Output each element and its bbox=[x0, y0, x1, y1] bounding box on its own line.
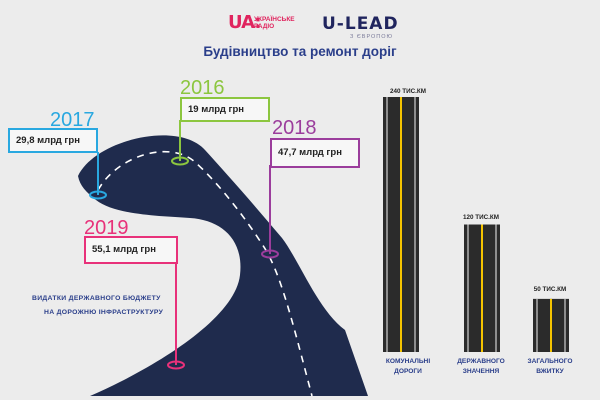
year-2018-label: 2018 bbox=[272, 117, 317, 139]
bar-category-1-line2: ДОРОГИ bbox=[394, 368, 422, 375]
ua-logo-line1: УКРАЇНСЬКЕ bbox=[254, 16, 295, 23]
flag-2016: 19 млрд грн bbox=[180, 97, 270, 122]
ua-logo-line2: РАДІО bbox=[254, 23, 275, 30]
bar-2 bbox=[464, 224, 500, 352]
bar-1 bbox=[383, 97, 419, 352]
road-shape bbox=[78, 135, 368, 396]
flag-2018: 47,7 млрд грн bbox=[270, 138, 360, 168]
flag-2017: 29,8 млрд грн bbox=[8, 128, 98, 153]
bar-category-2-line1: ДЕРЖАВНОГО bbox=[457, 358, 505, 365]
year-2019-label: 2019 bbox=[84, 217, 129, 239]
ukrainian-radio-logo: UA: УКРАЇНСЬКЕ РАДІО bbox=[228, 12, 295, 33]
budget-note: ВИДАТКИ ДЕРЖАВНОГО БЮДЖЕТУ НА ДОРОЖНЮ ІН… bbox=[32, 292, 163, 320]
flag-2017-value: 29,8 млрд грн bbox=[16, 135, 80, 146]
budget-note-line2: НА ДОРОЖНЮ ІНФРАСТРУКТУРУ bbox=[44, 309, 164, 316]
ulead-logo: U-LEAD bbox=[322, 14, 399, 34]
pin-2016 bbox=[171, 156, 189, 166]
ua-logo-text: УКРАЇНСЬКЕ РАДІО bbox=[254, 16, 295, 30]
bar-category-2-line2: ЗНАЧЕННЯ bbox=[462, 368, 500, 375]
year-2017-label: 2017 bbox=[50, 109, 95, 131]
flag-2018-value: 47,7 млрд грн bbox=[278, 147, 342, 158]
bar-value-label-1: 240 ТИС.КМ bbox=[389, 88, 426, 95]
pin-2017 bbox=[89, 190, 107, 200]
flag-2019: 55,1 млрд грн bbox=[84, 236, 178, 264]
bar-category-3: ЗАГАЛЬНОГО ВЖИТКУ bbox=[505, 357, 595, 377]
bar-category-3-line1: ЗАГАЛЬНОГО bbox=[527, 358, 573, 365]
ua-logo-mark: UA: bbox=[228, 12, 262, 33]
ulead-subtitle: З ЄВРОПОЮ bbox=[350, 34, 394, 40]
bar-category-1-line1: КОМУНАЛЬНІ bbox=[385, 358, 431, 365]
page-title: Будівництво та ремонт доріг bbox=[203, 44, 397, 59]
bar-category-3-line2: ВЖИТКУ bbox=[536, 368, 564, 375]
pin-2019 bbox=[167, 360, 185, 370]
bar-value-label-3: 50 ТИС.КМ bbox=[533, 286, 567, 293]
flag-2019-value: 55,1 млрд грн bbox=[92, 244, 156, 255]
bar-3 bbox=[533, 298, 569, 352]
pin-2018 bbox=[261, 249, 279, 259]
bar-value-label-2: 120 ТИС.КМ bbox=[462, 214, 499, 221]
budget-note-line1: ВИДАТКИ ДЕРЖАВНОГО БЮДЖЕТУ bbox=[32, 295, 161, 302]
road-center-line bbox=[97, 150, 313, 397]
bar-category-2: ДЕРЖАВНОГО ЗНАЧЕННЯ bbox=[436, 357, 526, 377]
flag-2016-value: 19 млрд грн bbox=[188, 104, 245, 115]
bar-category-1: КОМУНАЛЬНІ ДОРОГИ bbox=[363, 357, 453, 377]
road-bar-chart bbox=[383, 97, 569, 352]
year-2016-label: 2016 bbox=[180, 77, 225, 99]
